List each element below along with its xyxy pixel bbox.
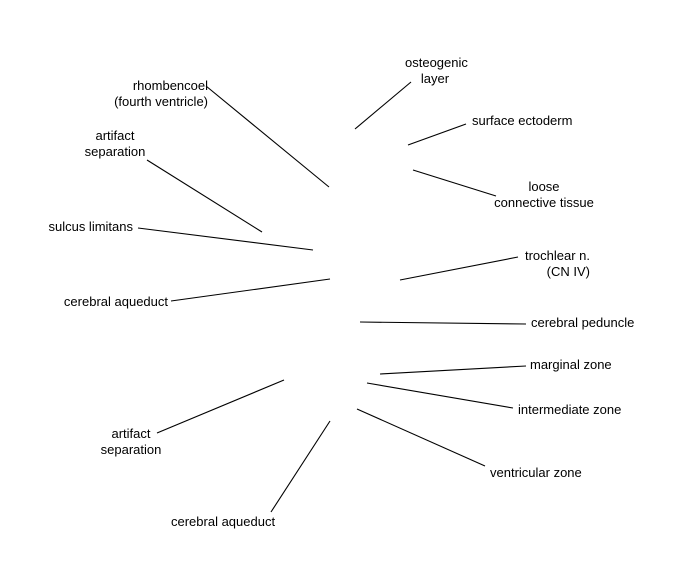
label-cerebral-peduncle: cerebral peduncle xyxy=(531,315,634,331)
leader-marginal-zone xyxy=(379,365,527,375)
label-line: trochlear n. xyxy=(524,248,590,263)
label-line: intermediate zone xyxy=(518,402,622,417)
label-marginal-zone: marginal zone xyxy=(530,357,612,373)
label-osteogenic-layer: osteogenic layer xyxy=(405,55,468,87)
leader-artifact-separation-lower xyxy=(156,379,285,434)
leader-osteogenic-layer xyxy=(354,81,412,130)
label-line: (CN IV) xyxy=(546,264,590,279)
leader-cerebral-aqueduct-left xyxy=(170,278,331,302)
label-cerebral-aqueduct-bottom: cerebral aqueduct xyxy=(171,514,275,530)
label-line: sulcus limitans xyxy=(48,219,133,234)
label-line: separation xyxy=(100,442,162,457)
label-loose-connective-tissue: loose connective tissue xyxy=(488,179,600,211)
label-line: connective tissue xyxy=(494,195,594,210)
label-line: artifact xyxy=(111,426,151,441)
leader-surface-ectoderm xyxy=(407,123,467,146)
leader-loose-connective-tissue xyxy=(412,169,497,197)
leader-artifact-separation-upper xyxy=(146,159,263,233)
label-line: surface ectoderm xyxy=(472,113,573,128)
label-artifact-separation-lower: artifact separation xyxy=(90,426,172,458)
leader-intermediate-zone xyxy=(366,382,514,409)
label-ventricular-zone: ventricular zone xyxy=(490,465,582,481)
label-surface-ectoderm: surface ectoderm xyxy=(472,113,572,129)
leader-cerebral-peduncle xyxy=(359,321,527,325)
label-line: (fourth ventricle) xyxy=(114,94,208,109)
leader-rhombencoel xyxy=(205,85,330,188)
label-line: artifact xyxy=(95,128,135,143)
leader-cerebral-aqueduct-bottom xyxy=(270,420,331,513)
label-line: cerebral aqueduct xyxy=(171,514,276,529)
label-sulcus-limitans: sulcus limitans xyxy=(20,219,133,235)
label-line: ventricular zone xyxy=(490,465,582,480)
leader-ventricular-zone xyxy=(356,408,486,467)
label-line: osteogenic xyxy=(405,55,468,70)
label-line: cerebral aqueduct xyxy=(63,294,168,309)
label-line: marginal zone xyxy=(530,357,612,372)
label-line: layer xyxy=(420,71,450,86)
label-trochlear-nerve: trochlear n. (CN IV) xyxy=(500,248,590,280)
label-rhombencoel: rhombencoel (fourth ventricle) xyxy=(85,78,208,110)
label-intermediate-zone: intermediate zone xyxy=(518,402,621,418)
leader-trochlear-nerve xyxy=(399,256,519,281)
label-line: rhombencoel xyxy=(132,78,208,93)
label-artifact-separation-upper: artifact separation xyxy=(75,128,155,160)
label-line: loose xyxy=(528,179,560,194)
label-cerebral-aqueduct-left: cerebral aqueduct xyxy=(20,294,168,310)
leader-sulcus-limitans xyxy=(137,227,314,251)
label-line: separation xyxy=(84,144,146,159)
label-line: cerebral peduncle xyxy=(531,315,635,330)
